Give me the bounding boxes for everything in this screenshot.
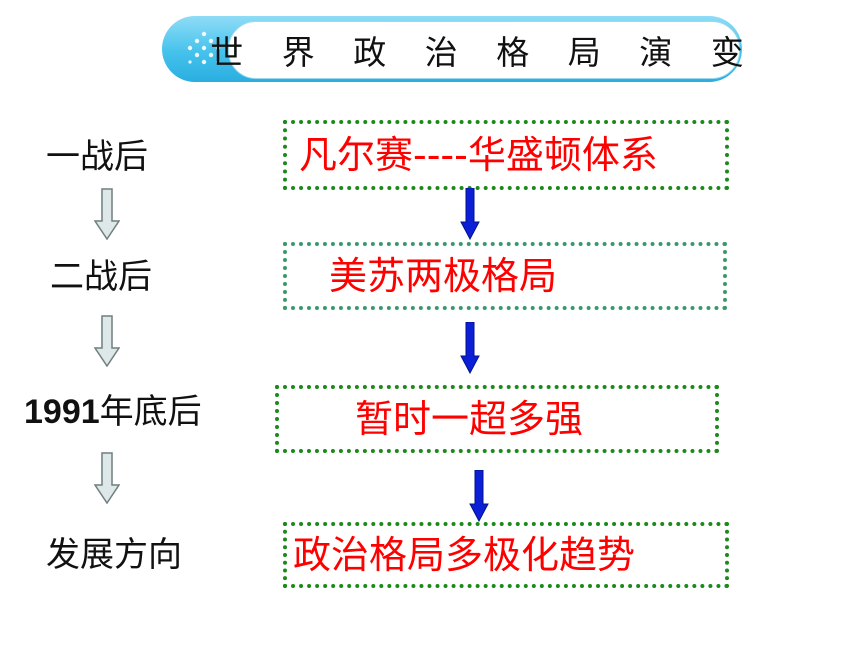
stage-label-1: 一战后 [46, 137, 148, 177]
down-arrow-icon [94, 188, 120, 240]
stage-label-2: 二战后 [50, 257, 152, 297]
stage-label-4: 发展方向 [46, 535, 182, 575]
page-title: 世 界 政 治 格 局 演 变 [210, 33, 758, 72]
stage-box-4: 政治格局多极化趋势 [283, 522, 729, 588]
stage-content-3: 暂时一超多强 [355, 397, 584, 441]
stage-box-2: 美苏两极格局 [283, 242, 727, 310]
down-arrow-icon [94, 315, 120, 367]
down-arrow-icon [460, 188, 480, 240]
dot-grid-icon [187, 31, 221, 65]
title-pill: 世 界 政 治 格 局 演 变 [210, 21, 744, 79]
stage-box-3: 暂时一超多强 [275, 385, 719, 453]
stage-label-3-year: 1991 [24, 393, 100, 431]
down-arrow-icon [460, 322, 480, 374]
stage-label-3: 1991年底后 [24, 395, 202, 429]
stage-content-4: 政治格局多极化趋势 [293, 533, 636, 577]
stage-content-2: 美苏两极格局 [329, 254, 558, 298]
down-arrow-icon [469, 470, 489, 522]
stage-content-1: 凡尔赛----华盛顿体系 [299, 133, 658, 177]
stage-label-3-text: 年底后 [99, 392, 202, 432]
down-arrow-icon [94, 452, 120, 504]
stage-box-1: 凡尔赛----华盛顿体系 [283, 120, 729, 190]
